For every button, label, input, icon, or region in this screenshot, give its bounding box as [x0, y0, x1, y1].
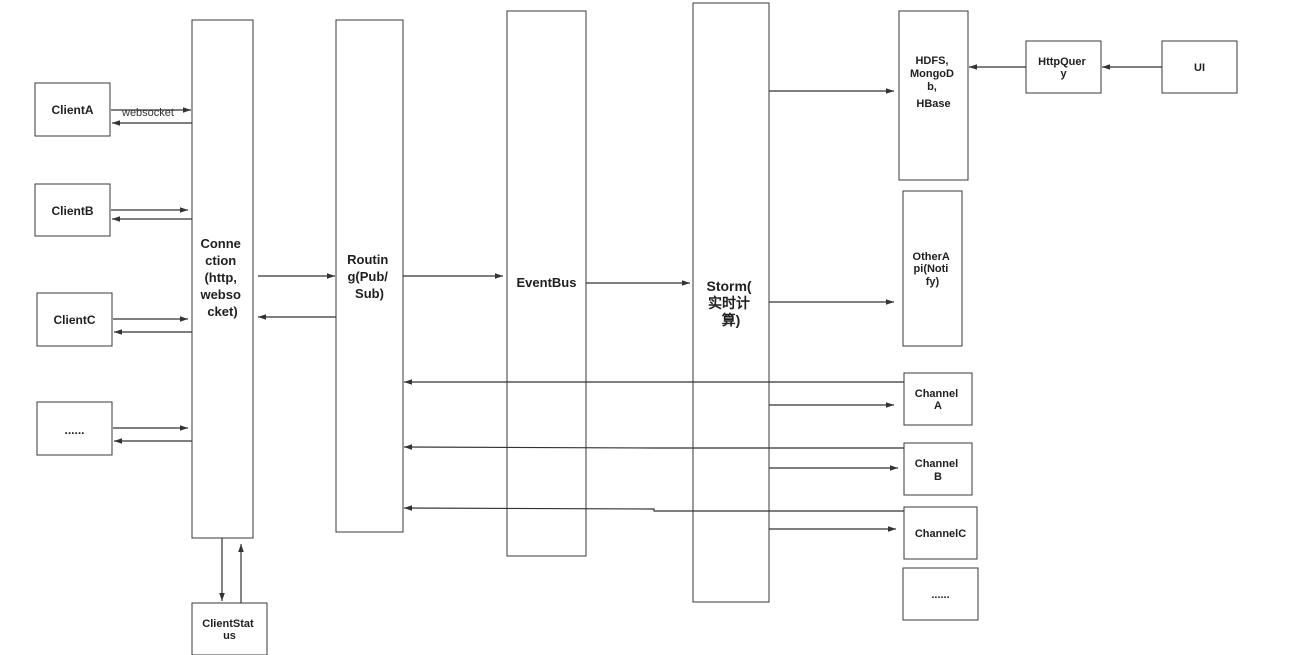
storm-node: Storm( 实时计 算): [692, 2, 770, 603]
http-query-label-line: y: [1060, 68, 1067, 80]
client-c-label: ClientC: [54, 313, 96, 327]
channel-b-label: Channel B: [915, 458, 961, 483]
storage-label: HDFS, MongoD b, HBase: [910, 55, 957, 110]
client-a-label: ClientA: [52, 103, 94, 117]
connection-label-line: webso: [199, 287, 241, 302]
client-c-node: ClientC: [36, 292, 113, 347]
other-api-label: OtherA pi(Noti fy): [913, 251, 953, 288]
other-api-label-line: OtherA: [913, 251, 950, 263]
storm-label-line: 算): [722, 312, 741, 328]
storage-node: HDFS, MongoD b, HBase: [898, 10, 969, 181]
client-more-node: ......: [36, 401, 113, 456]
client-status-label-line: ClientStat: [202, 618, 254, 630]
channel-a-node: Channel A: [903, 372, 973, 426]
channel-c-node: ChannelC: [903, 506, 978, 560]
connection-label-line: (http,: [204, 270, 236, 285]
connection-label: Conne ction (http, webso cket): [199, 236, 244, 319]
storage-label-line: b,: [927, 81, 937, 93]
ui-node: UI: [1161, 40, 1238, 94]
client-a-node: ClientA: [34, 82, 111, 137]
storage-label-line: MongoD: [910, 68, 954, 80]
edge-channel-c-to-routing: [403, 505, 904, 512]
storage-label-line: HDFS,: [915, 55, 948, 67]
http-query-label: HttpQuer y: [1038, 56, 1089, 80]
ui-label: UI: [1194, 62, 1205, 74]
connection-label-line: cket): [207, 304, 237, 319]
routing-label-line: g(Pub/: [347, 269, 388, 284]
http-query-label-line: HttpQuer: [1038, 56, 1086, 68]
http-query-node: HttpQuer y: [1025, 40, 1102, 94]
event-bus-node: EventBus: [506, 10, 587, 557]
storm-label: Storm( 实时计 算): [706, 278, 755, 328]
channel-a-label: Channel A: [915, 388, 961, 412]
client-status-label: ClientStat us: [202, 618, 256, 642]
routing-label-line: Sub): [355, 286, 384, 301]
channel-more-label: ......: [931, 589, 949, 601]
other-api-label-line: fy): [926, 276, 940, 288]
channel-a-label-line: Channel: [915, 388, 958, 400]
storm-label-line: 实时计: [708, 295, 750, 311]
channel-b-node: Channel B: [903, 442, 973, 496]
storage-label-line: HBase: [916, 98, 950, 110]
storm-label-line: Storm(: [706, 278, 751, 294]
client-b-label: ClientB: [52, 204, 94, 218]
other-api-label-line: pi(Noti: [914, 263, 949, 275]
routing-node: Routin g(Pub/ Sub): [335, 19, 404, 533]
websocket-edge-label: websocket: [121, 107, 174, 119]
channel-b-label-line: Channel: [915, 458, 958, 470]
routing-label-line: Routin: [347, 252, 388, 267]
client-status-label-line: us: [223, 630, 236, 642]
connection-label-line: Conne: [200, 236, 240, 251]
event-bus-label: EventBus: [517, 275, 577, 290]
client-more-label: ......: [64, 423, 84, 437]
client-b-node: ClientB: [34, 183, 111, 237]
channel-more-node: ......: [902, 567, 979, 621]
connection-label-line: ction: [205, 253, 236, 268]
channel-a-label-line: A: [934, 400, 942, 412]
edge-channel-b-to-routing: [403, 444, 904, 450]
client-status-node: ClientStat us: [191, 602, 268, 655]
routing-label: Routin g(Pub/ Sub): [347, 252, 392, 301]
channel-c-label: ChannelC: [915, 528, 966, 540]
connection-node: Conne ction (http, webso cket): [191, 19, 254, 539]
channel-b-label-line: B: [934, 471, 942, 483]
other-api-node: OtherA pi(Noti fy): [902, 190, 963, 347]
